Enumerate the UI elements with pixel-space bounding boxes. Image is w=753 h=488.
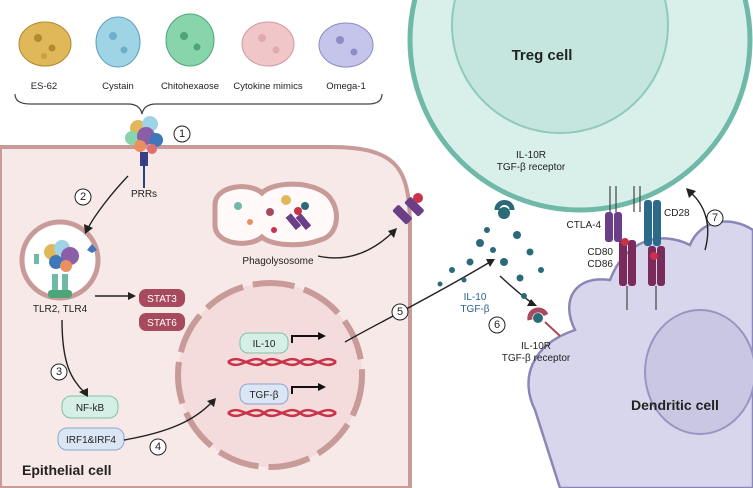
dc-receptor-label-tgfb: TGF-β receptor — [502, 353, 571, 364]
tgfb-gene: TGF-β — [227, 383, 337, 418]
phagolysosome — [212, 181, 339, 248]
step-markers: 1 2 3 4 5 6 7 — [50, 125, 724, 456]
tlr-label: TLR2, TLR4 — [33, 304, 88, 315]
molecule-label-cystain: Cystain — [102, 81, 134, 92]
arrow-dc-to-treg — [689, 191, 709, 251]
stat3-label: STAT3 — [147, 294, 177, 305]
step-1: 1 — [179, 128, 185, 140]
step-5: 5 — [397, 306, 403, 318]
il10-gene: IL-10 — [227, 332, 337, 367]
arrowheads — [79, 188, 696, 407]
arrows — [61, 175, 709, 441]
dendritic-cell-title: Dendritic cell — [631, 397, 719, 413]
stat6-label: STAT6 — [147, 318, 177, 329]
secreted-label-il10: IL-10 — [464, 292, 487, 303]
irf-box: IRF1&IRF4 — [57, 427, 125, 451]
endosome — [19, 219, 101, 301]
ctla4-molecule — [605, 186, 622, 242]
molecule-label-omega1: Omega-1 — [326, 81, 366, 92]
molecule-bracket — [14, 93, 383, 115]
step-3: 3 — [56, 366, 62, 378]
treg-receptor-icon — [494, 200, 515, 219]
cd28-molecule — [633, 186, 661, 246]
ctla4-label: CTLA-4 — [567, 220, 602, 231]
treg-cell — [407, 0, 753, 213]
arrow-nucleus-to-cytokines — [344, 261, 491, 343]
prrs-label: PRRs — [131, 189, 157, 200]
treg-receptor-label-tgfb: TGF-β receptor — [497, 162, 566, 173]
cd80-label: CD80 — [587, 247, 613, 258]
arrow-prr-to-endosome — [87, 175, 129, 229]
nfkb-box: NF-kB — [61, 395, 119, 419]
il10-gene-label: IL-10 — [253, 339, 276, 350]
arrow-cytokines-to-dc — [499, 275, 533, 304]
step-4: 4 — [155, 441, 161, 453]
dendritic-cell — [527, 220, 753, 488]
cd86-label: CD86 — [587, 259, 613, 270]
arrow-nfkb-to-nucleus — [123, 401, 213, 441]
step-6: 6 — [494, 319, 500, 331]
tgfb-gene-label: TGF-β — [249, 390, 278, 401]
mhc-antigen-icon — [392, 193, 424, 225]
es62-icon — [18, 21, 72, 67]
irf-label: IRF1&IRF4 — [66, 435, 116, 446]
cystain-icon — [95, 16, 141, 68]
epithelial-cell-title: Epithelial cell — [22, 462, 111, 478]
molecule-label-chitohexaose: Chitohexaose — [161, 81, 219, 92]
molecule-label-cytokine-mimics: Cytokine mimics — [233, 81, 302, 92]
chitohexaose-icon — [165, 13, 215, 67]
molecule-label-es62: ES-62 — [31, 81, 57, 92]
arrow-tlr-to-nfkb — [61, 319, 85, 393]
step-2: 2 — [80, 191, 86, 203]
step-7: 7 — [712, 212, 718, 224]
phagolysosome-label: Phagolysosome — [242, 256, 314, 267]
cd80-cd86-molecules — [619, 238, 665, 310]
nucleus — [175, 280, 365, 470]
dc-receptor-icon — [527, 307, 561, 337]
secreted-cytokines — [437, 227, 544, 299]
secreted-label-tgfb: TGF-β — [460, 304, 489, 315]
stat3-box: STAT3 — [139, 289, 185, 307]
treg-receptor-label-il10r: IL-10R — [516, 150, 546, 161]
treg-cell-title: Treg cell — [512, 47, 573, 64]
molecule-icons — [18, 13, 374, 68]
stat6-box: STAT6 — [139, 313, 185, 331]
prr-complex — [125, 116, 163, 188]
nfkb-label: NF-kB — [76, 403, 105, 414]
cytokine-mimics-icon — [241, 21, 295, 67]
cd28-label: CD28 — [664, 208, 690, 219]
omega1-icon — [318, 22, 374, 68]
dc-receptor-label-il10r: IL-10R — [521, 341, 551, 352]
arrow-phago-to-membrane — [317, 231, 394, 259]
